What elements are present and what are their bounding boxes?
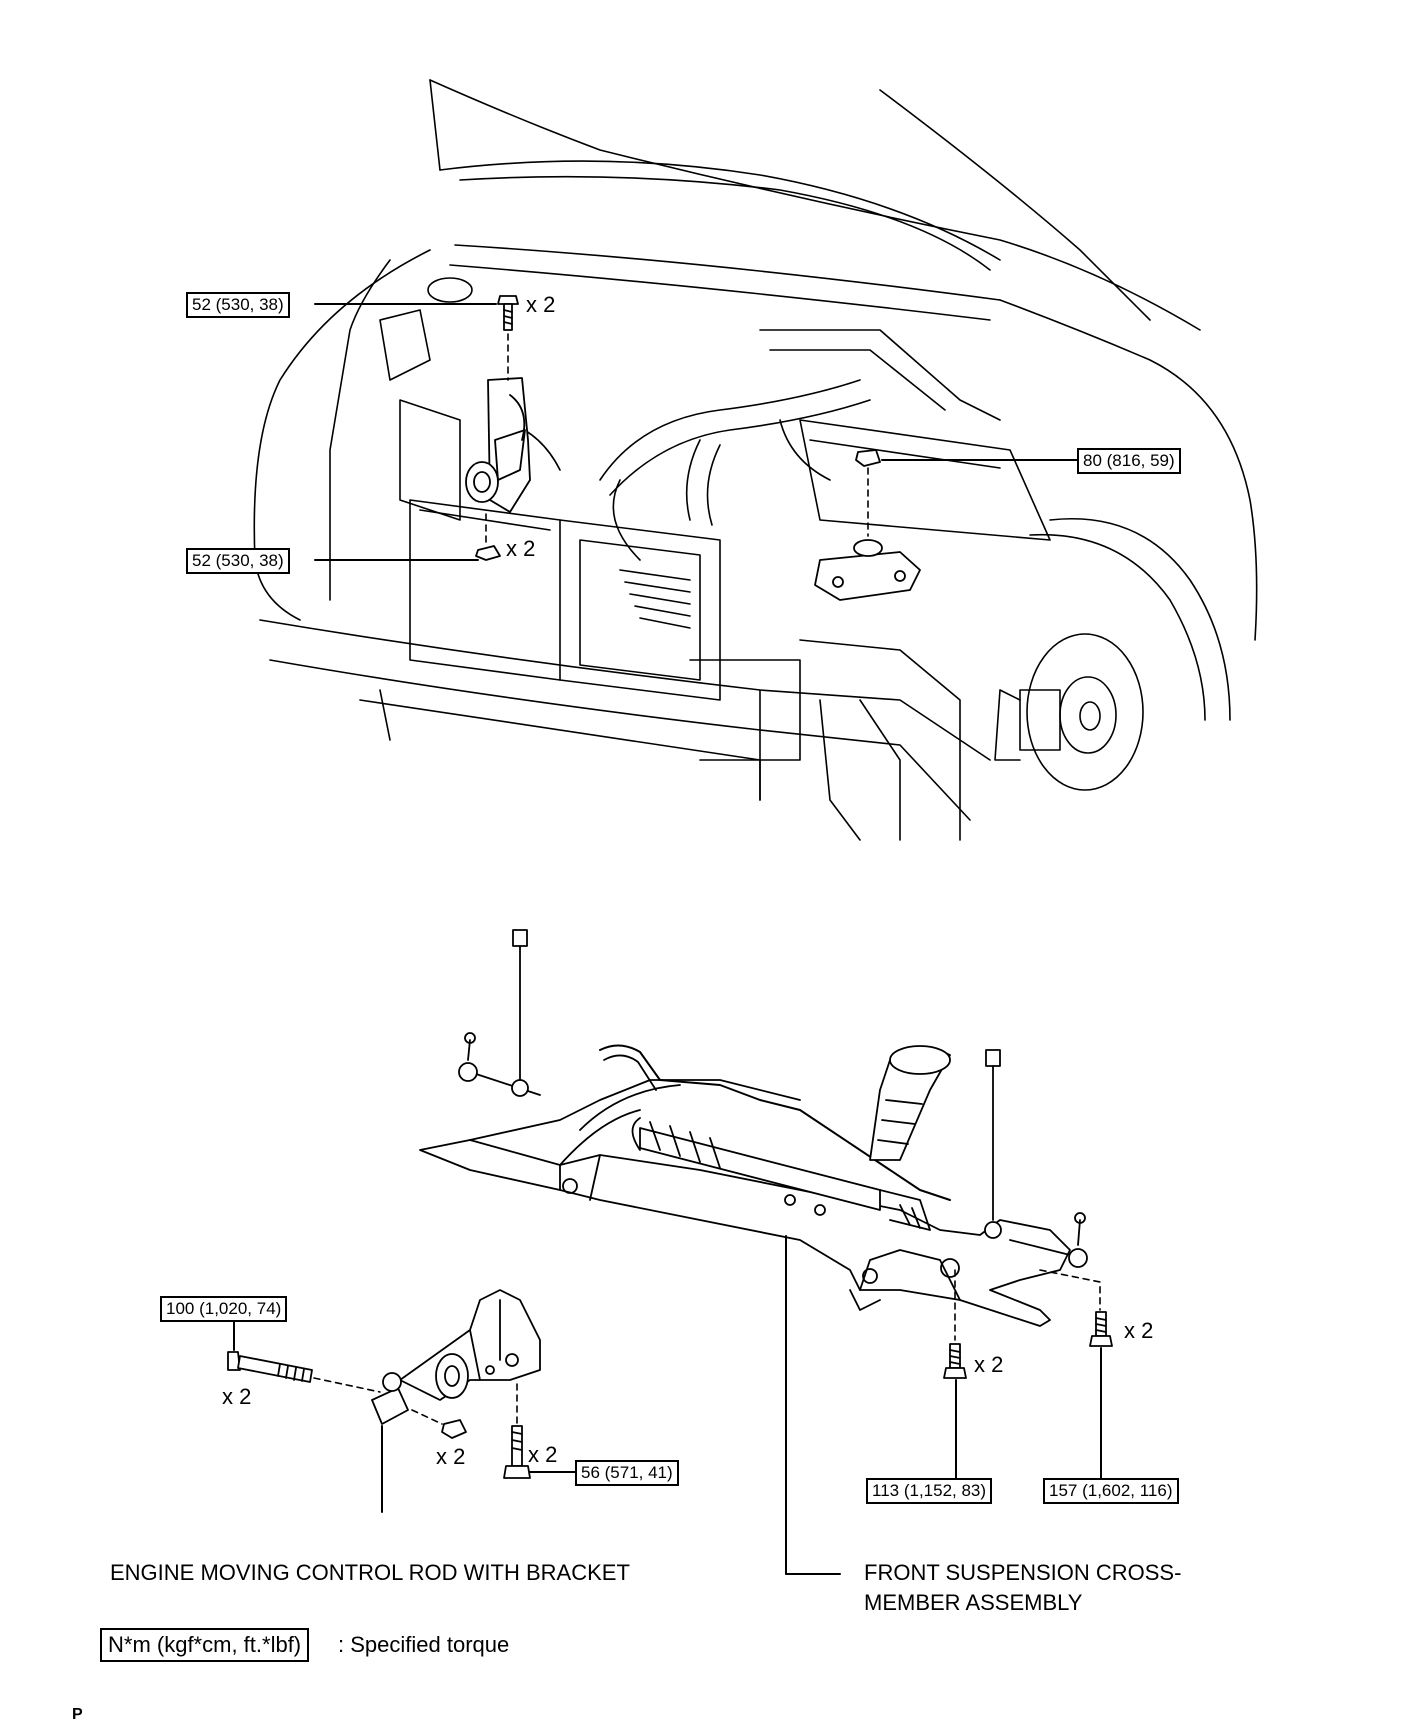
qty-member-front: x 2 <box>974 1352 1004 1377</box>
member-rear-dashed-guide <box>1039 1269 1101 1311</box>
torque-callout-mount-nut: 80 (816, 59) <box>1077 448 1181 474</box>
torque-callout-rod-bolt: 100 (1,020, 74) <box>160 1296 288 1322</box>
torque-callout-upper-bolt: 52 (530, 38) <box>186 292 290 318</box>
label-engine-moving-control-rod: ENGINE MOVING CONTROL ROD WITH BRACKET <box>110 1560 630 1585</box>
qty-upper-bolt: x 2 <box>526 292 556 317</box>
page-mark: P <box>72 1706 83 1723</box>
transmission-mount-icon <box>814 539 921 601</box>
torque-callout-member-front: 113 (1,152, 83) <box>866 1478 993 1504</box>
member-rear-bolt-icon <box>1089 1311 1113 1347</box>
legend-description: : Specified torque <box>338 1632 510 1657</box>
rod-nut-icon <box>441 1419 467 1439</box>
bracket-bolt-icon <box>503 1425 531 1479</box>
rod-bolt-icon <box>227 1351 313 1383</box>
qty-rod-bolt: x 2 <box>222 1384 252 1409</box>
upper-bolt-icon <box>497 295 519 331</box>
member-front-bolt-icon <box>943 1343 967 1379</box>
qty-bracket-bolt: x 2 <box>528 1442 558 1467</box>
mount-nut-icon <box>855 449 881 467</box>
engine-mount-bracket-left <box>465 377 531 513</box>
leader-crossmember-label <box>785 1235 841 1575</box>
torque-callout-member-rear: 157 (1,602, 116) <box>1043 1478 1179 1504</box>
legend-unit-box: N*m (kgf*cm, ft.*lbf) <box>100 1628 310 1662</box>
qty-member-rear: x 2 <box>1124 1318 1154 1343</box>
label-crossmember-line2: MEMBER ASSEMBLY <box>864 1590 1083 1615</box>
crossmember-illustration <box>419 929 1088 1327</box>
upper-nut-icon <box>475 545 501 561</box>
vehicle-front-illustration <box>253 79 1258 841</box>
qty-upper-nut: x 2 <box>506 536 536 561</box>
torque-callout-bracket-bolt: 56 (571, 41) <box>575 1460 679 1486</box>
qty-rod-nut: x 2 <box>436 1444 466 1469</box>
engine-control-rod-bracket-icon <box>371 1289 541 1425</box>
torque-callout-upper-nut: 52 (530, 38) <box>186 548 290 574</box>
rod-bolt-dashed-guide <box>313 1377 381 1393</box>
rod-nut-dashed-guide <box>411 1409 443 1425</box>
label-crossmember-line1: FRONT SUSPENSION CROSS- <box>864 1560 1182 1585</box>
